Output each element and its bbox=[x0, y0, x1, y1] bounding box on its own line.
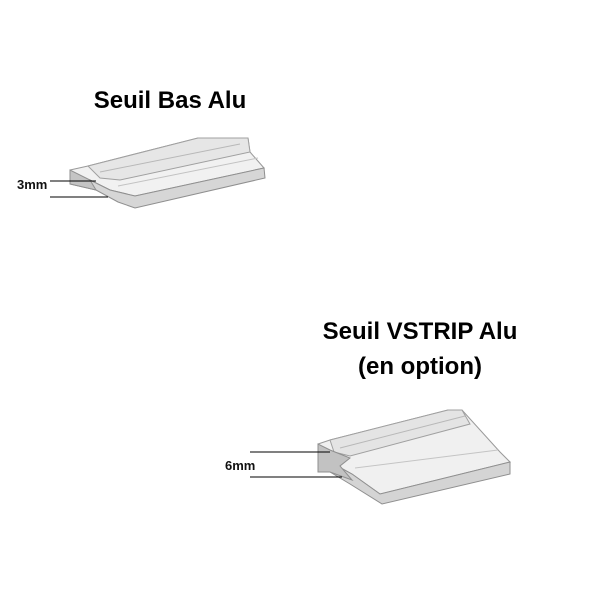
seuil-bas-groove-line bbox=[117, 157, 259, 187]
profile-title-vstrip-line-2: (en option) bbox=[358, 353, 482, 380]
seuil-bas-rib-line bbox=[99, 143, 241, 173]
vstrip-end bbox=[317, 443, 354, 482]
seuil-bas-dimension-label: 3mm bbox=[17, 177, 48, 192]
seuil-bas-rib bbox=[87, 137, 251, 181]
profile-title-vstrip-line-1: Seuil VSTRIP Alu bbox=[322, 318, 518, 345]
seuil-bas-end bbox=[69, 169, 98, 191]
vstrip-dimension-label: 6mm bbox=[225, 458, 256, 473]
profile-title-seuil-bas: Seuil Bas Alu bbox=[93, 87, 247, 114]
vstrip-rib-line bbox=[339, 415, 466, 449]
vstrip-groove-line bbox=[354, 449, 499, 469]
